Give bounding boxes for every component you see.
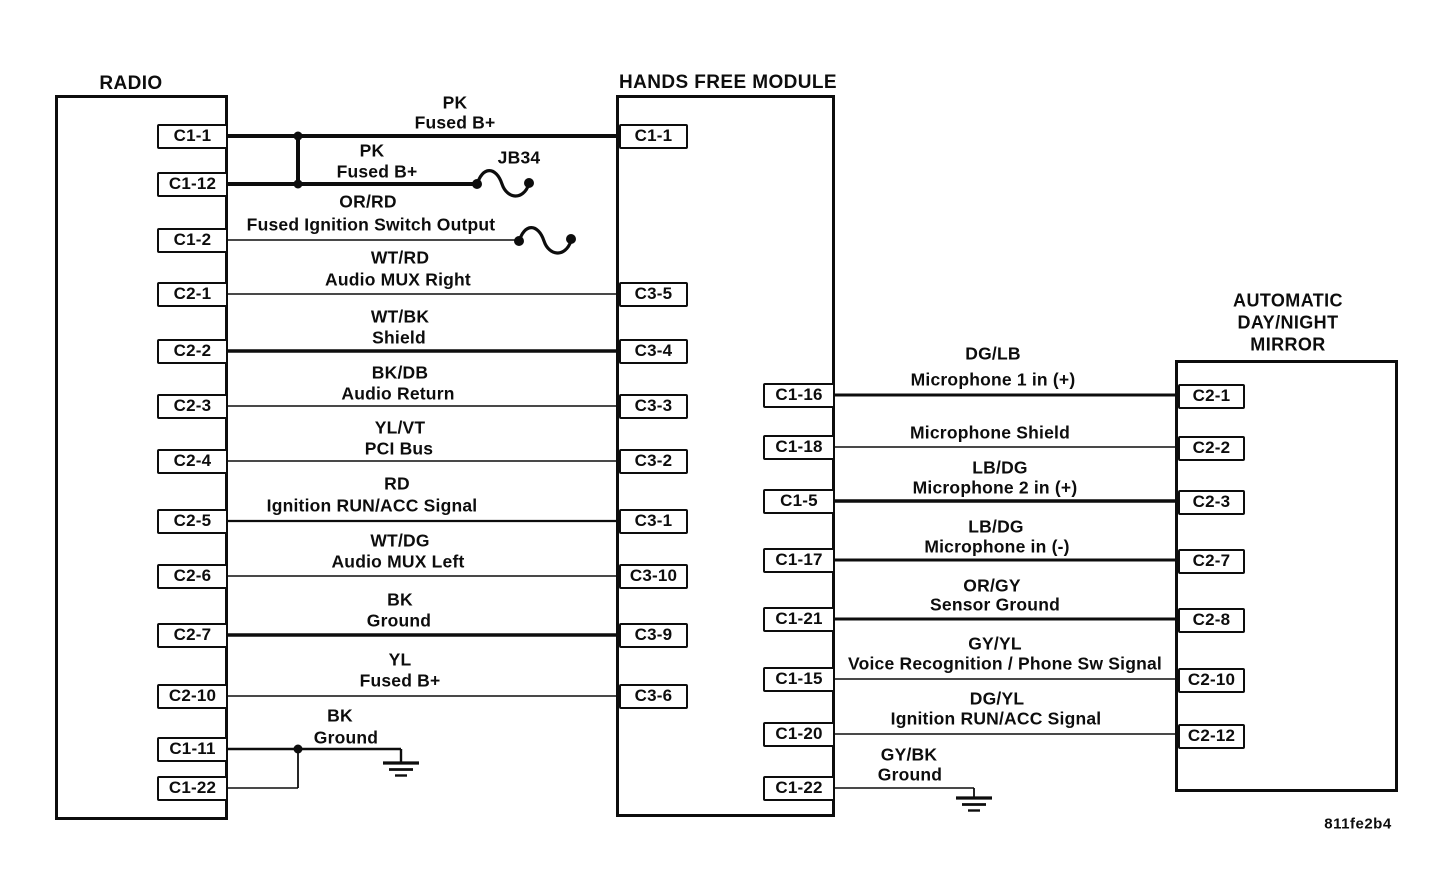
wire-label: RD xyxy=(384,473,410,494)
hfm-left-pin: C3-3 xyxy=(619,393,688,419)
radio-pin: C2-7 xyxy=(157,622,228,648)
wire-label: Fused B+ xyxy=(414,112,496,133)
hfm-right-pin: C1-22 xyxy=(763,775,835,801)
wire-label: Ignition RUN/ACC Signal xyxy=(890,708,1102,729)
wire-label: GY/BK xyxy=(880,744,938,765)
wire-label: Ground xyxy=(877,764,943,785)
mirror-pin: C2-8 xyxy=(1178,607,1245,633)
hfm-left-pin: C1-1 xyxy=(619,123,688,149)
mirror-pin: C2-2 xyxy=(1178,435,1245,461)
wire-label: YL/VT xyxy=(374,417,426,438)
mirror-pin: C2-7 xyxy=(1178,548,1245,574)
hfm-left-pin: C3-5 xyxy=(619,281,688,307)
hfm-right-pin: C1-18 xyxy=(763,434,835,460)
figure-code: 811fe2b4 xyxy=(1324,815,1392,833)
wire-label: WT/DG xyxy=(370,530,430,551)
mirror-pin: C2-3 xyxy=(1178,489,1245,515)
wire-label: DG/LB xyxy=(965,343,1021,364)
splice-squiggle-icon xyxy=(475,169,531,198)
radio-pin: C2-1 xyxy=(157,281,228,307)
wire-label: DG/YL xyxy=(969,688,1025,709)
mirror-title-line-2: DAY/NIGHT xyxy=(1237,312,1339,333)
radio-pin: C2-6 xyxy=(157,563,228,589)
wire-label: Microphone Shield xyxy=(910,422,1070,443)
hfm-left-pin: C3-10 xyxy=(619,563,688,589)
wire-label: Ground xyxy=(313,727,379,748)
wire-label: Microphone in (-) xyxy=(924,536,1070,557)
radio-pin: C1-22 xyxy=(157,775,228,801)
wire-label: PK xyxy=(442,92,468,113)
radio-pin: C1-11 xyxy=(157,736,228,762)
wire-label: Audio MUX Left xyxy=(331,551,465,572)
mirror-pin: C2-12 xyxy=(1178,723,1245,749)
wire-label: OR/RD xyxy=(339,191,397,212)
wire-label: PCI Bus xyxy=(364,438,434,459)
wire-label: WT/RD xyxy=(370,247,430,268)
wire-label: BK xyxy=(327,705,353,726)
wire-label: BK xyxy=(387,589,413,610)
hfm-right-pin: C1-21 xyxy=(763,606,835,632)
wire-label: LB/DG xyxy=(968,516,1024,537)
wire-label: JB34 xyxy=(497,147,541,168)
wire-label: WT/BK xyxy=(370,306,430,327)
junction-dot xyxy=(293,131,303,141)
junction-dot xyxy=(566,234,576,244)
radio-pin: C2-2 xyxy=(157,338,228,364)
hfm-right-pin: C1-5 xyxy=(763,488,835,514)
radio-title: RADIO xyxy=(99,73,163,94)
hfm-right-pin: C1-15 xyxy=(763,666,835,692)
mirror-title-line-1: AUTOMATIC xyxy=(1233,290,1343,311)
radio-pin: C1-2 xyxy=(157,227,228,253)
radio-pin: C2-3 xyxy=(157,393,228,419)
mirror-title-line-3: MIRROR xyxy=(1250,334,1326,355)
hands-free-module-title: HANDS FREE MODULE xyxy=(619,72,837,93)
wire-label: Microphone 1 in (+) xyxy=(910,369,1076,390)
radio-pin: C2-5 xyxy=(157,508,228,534)
wire-label: PK xyxy=(359,140,385,161)
wire-label: BK/DB xyxy=(371,362,429,383)
mirror-pin: C2-10 xyxy=(1178,667,1245,693)
hfm-right-pin: C1-20 xyxy=(763,721,835,747)
wire-label: LB/DG xyxy=(972,457,1028,478)
mirror-pin: C2-1 xyxy=(1178,383,1245,409)
wire-label: YL xyxy=(388,649,412,670)
wire-label: Fused Ignition Switch Output xyxy=(246,214,496,235)
junction-dot xyxy=(293,179,303,189)
hfm-right-pin: C1-16 xyxy=(763,382,835,408)
wire-label: Audio Return xyxy=(341,383,455,404)
wire-label: Shield xyxy=(372,327,426,348)
wire-label: Voice Recognition / Phone Sw Signal xyxy=(848,653,1162,674)
wire-label: Ground xyxy=(366,610,432,631)
splice-squiggle-icon xyxy=(517,226,573,255)
wire-label: GY/YL xyxy=(968,633,1022,654)
wire-label: Fused B+ xyxy=(359,670,441,691)
hfm-left-pin: C3-6 xyxy=(619,683,688,709)
wire-label: Sensor Ground xyxy=(930,594,1060,615)
radio-pin: C2-10 xyxy=(157,683,228,709)
wire-label: Audio MUX Right xyxy=(325,269,471,290)
radio-pin: C1-12 xyxy=(157,171,228,197)
wire-label: Ignition RUN/ACC Signal xyxy=(266,495,478,516)
wire-label: Fused B+ xyxy=(336,161,418,182)
hfm-left-pin: C3-9 xyxy=(619,622,688,648)
hfm-left-pin: C3-2 xyxy=(619,448,688,474)
wire-label: Microphone 2 in (+) xyxy=(912,477,1078,498)
mirror-box xyxy=(1175,360,1398,792)
hfm-right-pin: C1-17 xyxy=(763,547,835,573)
radio-pin: C2-4 xyxy=(157,448,228,474)
wire-label: OR/GY xyxy=(963,575,1021,596)
radio-pin: C1-1 xyxy=(157,123,228,149)
hfm-left-pin: C3-4 xyxy=(619,338,688,364)
junction-dot xyxy=(293,744,303,754)
hfm-left-pin: C3-1 xyxy=(619,508,688,534)
